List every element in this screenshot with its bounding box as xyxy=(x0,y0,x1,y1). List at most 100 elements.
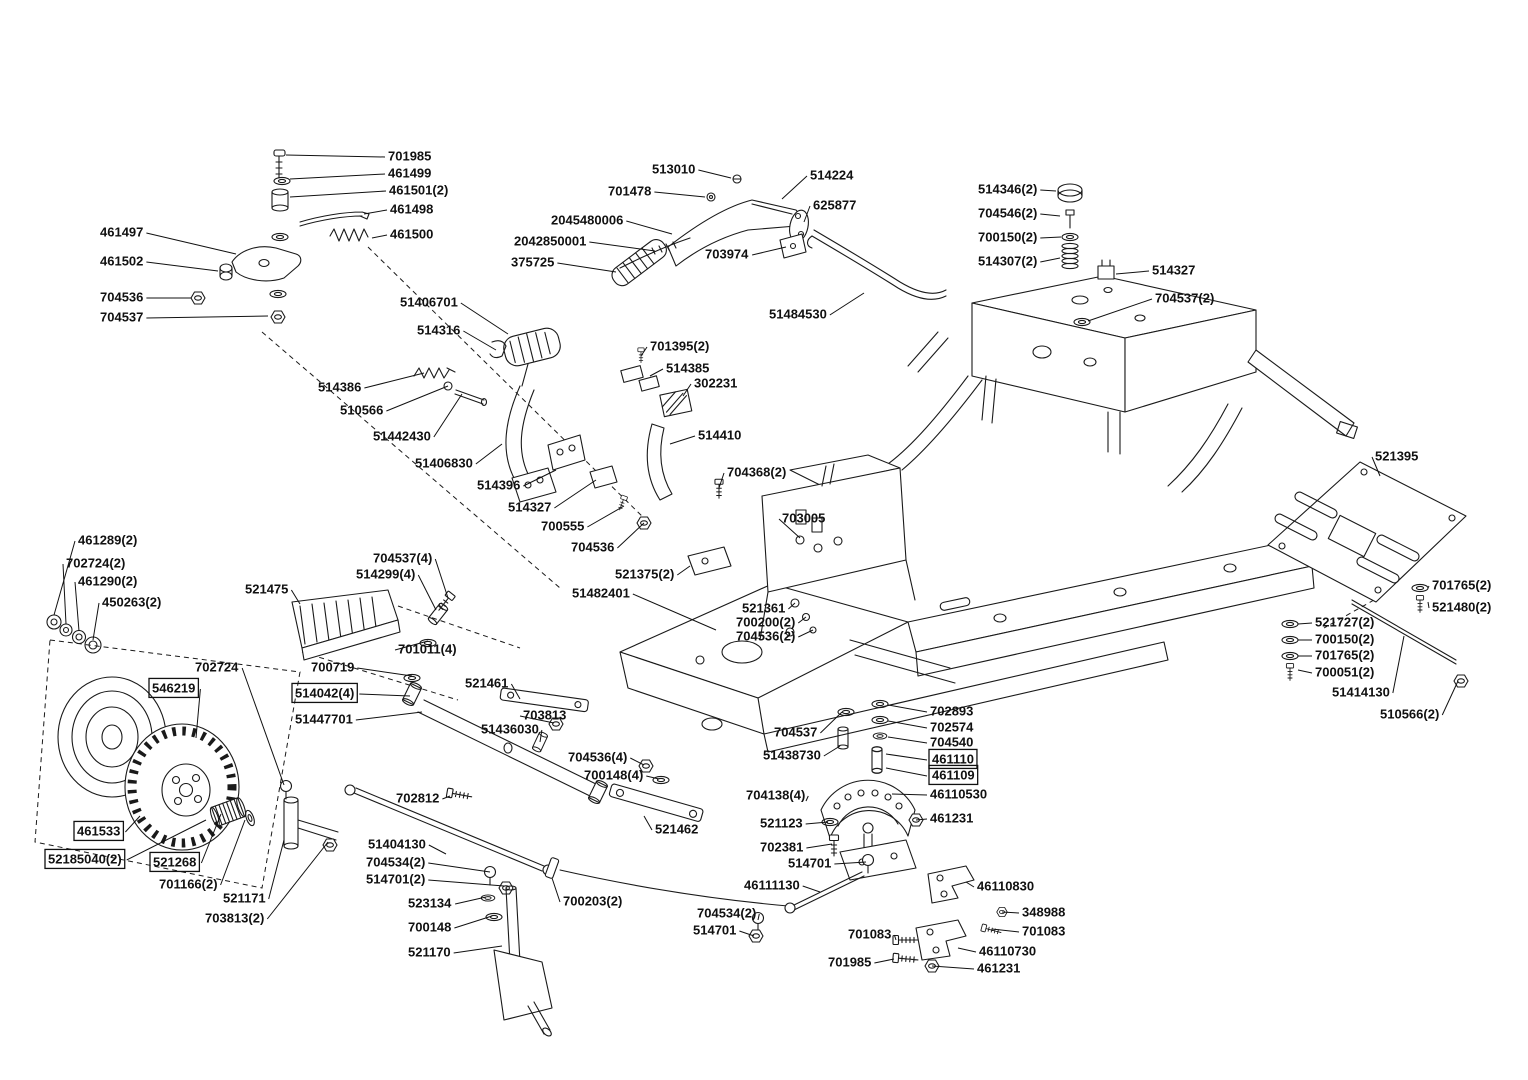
part-label-546219: 546219 xyxy=(152,680,195,695)
part-label-5147012: 514701(2) xyxy=(366,871,425,886)
leader-line xyxy=(640,346,648,357)
part-label-5142994: 514299(4) xyxy=(356,566,415,581)
leader-line xyxy=(510,683,521,700)
part-label-521268: 521268 xyxy=(153,854,196,869)
leader-line xyxy=(475,443,503,465)
part-label-461110: 461110 xyxy=(932,751,974,766)
part-label-700148: 700148 xyxy=(408,919,451,934)
part-label-7013952: 701395(2) xyxy=(650,338,709,353)
part-label-51482401: 51482401 xyxy=(572,585,630,600)
leader-line xyxy=(887,720,928,729)
part-label-704536: 704536 xyxy=(571,539,614,554)
part-label-514410: 514410 xyxy=(698,427,741,442)
leader-line xyxy=(386,385,449,412)
part-label-702381: 702381 xyxy=(760,839,803,854)
leader-line xyxy=(371,234,388,239)
sector-gear-assembly xyxy=(748,699,1008,973)
leader-line xyxy=(453,945,503,954)
leader-line xyxy=(62,563,67,625)
part-label-461502: 461502 xyxy=(100,253,143,268)
leader-line xyxy=(885,767,928,777)
leader-line xyxy=(1040,213,1061,217)
part-label-702724: 702724 xyxy=(195,659,239,674)
part-label-521123: 521123 xyxy=(760,815,803,830)
leader-line xyxy=(669,435,696,445)
part-label-461498: 461498 xyxy=(390,201,433,216)
leader-line xyxy=(1427,601,1430,609)
leader-line xyxy=(1392,635,1405,694)
leader-line xyxy=(74,581,80,632)
part-label-5143072: 514307(2) xyxy=(978,253,1037,268)
part-label-703005: 703005 xyxy=(782,510,825,525)
part-label-702574: 702574 xyxy=(930,719,974,734)
part-label-51442430: 51442430 xyxy=(373,428,431,443)
leader-line xyxy=(200,813,222,864)
wheel-assembly xyxy=(46,614,339,852)
leader-line xyxy=(241,667,285,786)
hardware-top-left xyxy=(190,149,370,324)
part-label-46111130: 46111130 xyxy=(744,877,800,892)
leader-line xyxy=(806,843,833,849)
leader-line xyxy=(434,558,449,599)
leader-line xyxy=(523,469,557,487)
part-label-461231: 461231 xyxy=(977,960,1020,975)
part-label-2045480006: 2045480006 xyxy=(551,212,623,227)
leader-line xyxy=(626,220,673,235)
part-label-514701: 514701 xyxy=(693,922,736,937)
leader-line xyxy=(589,241,656,252)
part-label-box xyxy=(73,820,125,842)
part-label-7038132: 703813(2) xyxy=(205,910,264,925)
part-label-701478: 701478 xyxy=(608,183,651,198)
part-label-523134: 523134 xyxy=(408,895,452,910)
leader-line xyxy=(359,693,411,697)
part-label-514327: 514327 xyxy=(508,499,551,514)
leader-line xyxy=(834,861,867,865)
part-label-7017652: 701765(2) xyxy=(1432,577,1491,592)
part-label-7041384: 704138(4) xyxy=(746,787,805,802)
leader-line xyxy=(53,540,76,616)
leader-line xyxy=(554,479,597,509)
part-label-514701: 514701 xyxy=(788,855,831,870)
leader-lines xyxy=(53,154,1459,970)
leader-line xyxy=(874,958,895,964)
part-label-7045374: 704537(4) xyxy=(373,550,432,565)
leader-line xyxy=(632,593,717,631)
leader-line xyxy=(442,795,451,800)
part-label-461533: 461533 xyxy=(77,823,120,838)
leader-line xyxy=(991,928,1020,933)
leader-line xyxy=(557,262,617,273)
leader-line xyxy=(803,205,811,223)
leader-line xyxy=(1297,622,1313,625)
leader-line xyxy=(1297,669,1313,674)
leader-line xyxy=(1115,270,1150,275)
part-labels: 701985461499461501(2)4614984615004614974… xyxy=(44,148,1491,975)
leader-line xyxy=(739,930,755,937)
part-label-701083: 701083 xyxy=(848,926,891,941)
rear-deck xyxy=(907,183,1358,455)
leader-line xyxy=(146,315,269,319)
part-label-521171: 521171 xyxy=(223,890,266,905)
leader-line xyxy=(891,793,928,796)
part-label-703813: 703813 xyxy=(523,707,566,722)
leader-line xyxy=(126,819,207,861)
part-label-5105662: 510566(2) xyxy=(1380,706,1439,721)
leader-line xyxy=(893,934,897,941)
part-label-7001502: 700150(2) xyxy=(978,229,1037,244)
part-label-7045462: 704546(2) xyxy=(978,205,1037,220)
leader-line xyxy=(428,862,491,873)
part-label-7027242: 702724(2) xyxy=(66,555,125,570)
part-label-7045372: 704537(2) xyxy=(1155,290,1214,305)
part-label-700555: 700555 xyxy=(541,518,584,533)
part-label-461499: 461499 xyxy=(388,165,431,180)
leader-line xyxy=(752,246,787,256)
part-label-461497: 461497 xyxy=(100,224,143,239)
leader-line xyxy=(1087,298,1153,322)
part-label-46110530: 46110530 xyxy=(930,786,987,801)
part-label-7045362: 704536(2) xyxy=(736,628,795,643)
leader-line xyxy=(781,175,808,200)
leader-line xyxy=(220,819,246,886)
leader-line xyxy=(587,505,625,528)
part-label-2042850001: 2042850001 xyxy=(514,233,586,248)
leader-line xyxy=(931,965,975,970)
part-label-701985: 701985 xyxy=(388,148,431,163)
